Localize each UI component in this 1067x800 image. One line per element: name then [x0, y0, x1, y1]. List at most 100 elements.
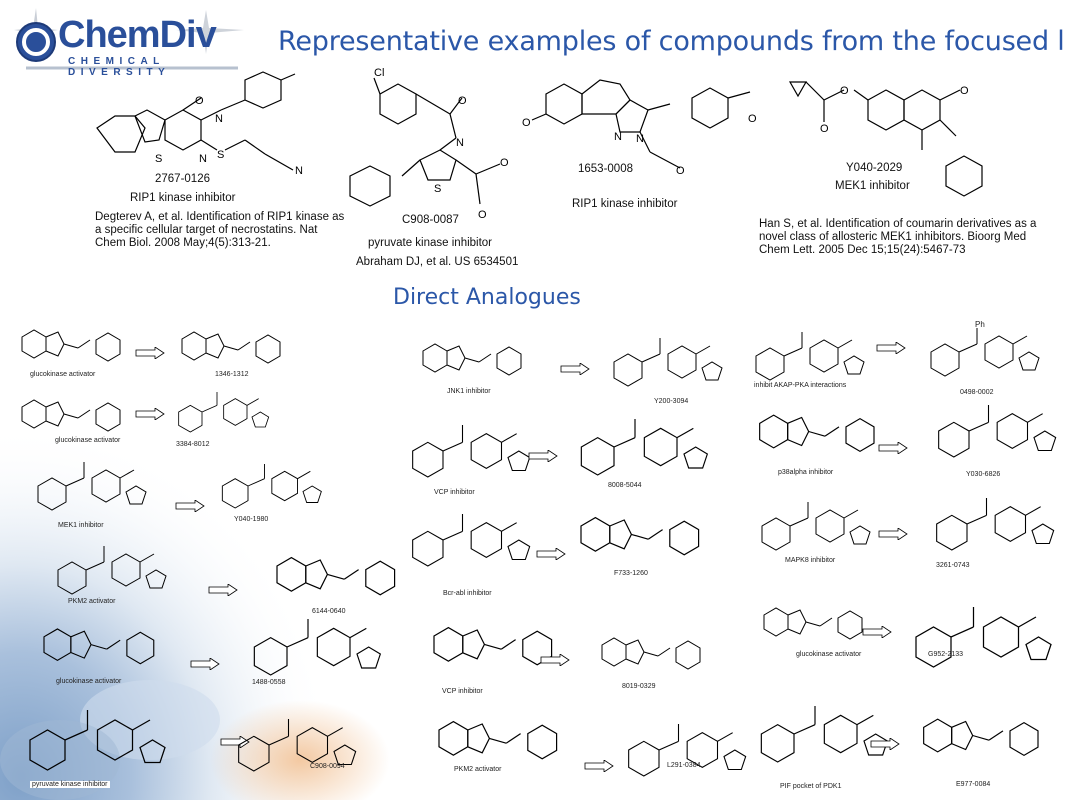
- structure-query: [12, 322, 132, 372]
- atom-O: O: [500, 157, 509, 169]
- structure-query: [404, 712, 594, 772]
- atom-S: S: [434, 183, 441, 195]
- analogue-query-label: MAPK8 inhibitor: [785, 557, 836, 564]
- atom-N: N: [199, 153, 207, 165]
- analogue-hit-id: 8019-0329: [622, 683, 656, 690]
- analogue-query-label: VCP inhibitor: [442, 688, 483, 695]
- section-title: Direct Analogues: [393, 285, 581, 310]
- structure-query: [10, 540, 210, 600]
- atom-S: S: [217, 149, 224, 161]
- arrow-icon: [878, 442, 908, 454]
- analogue-query-label: MEK1 inhibitor: [58, 522, 104, 529]
- analogue-hit-id: 0498-0002: [960, 389, 994, 396]
- atom-N: N: [636, 133, 644, 145]
- analogue-query-label: PKM2 activator: [68, 598, 116, 605]
- arrow-icon: [584, 760, 614, 772]
- analogue-hit-id: E977-0084: [956, 781, 991, 788]
- reference-text: Degterev A, et al. Identification of RIP…: [95, 211, 345, 249]
- structure-query: [404, 500, 534, 580]
- reference-text: Abraham DJ, et al. US 6534501: [356, 256, 519, 268]
- atom-Ph: Ph: [975, 320, 985, 329]
- atom-Cl: Cl: [374, 67, 384, 79]
- structure-query: [748, 326, 868, 386]
- arrow-icon: [190, 658, 220, 670]
- atom-O: O: [820, 123, 829, 135]
- atom-O: O: [676, 165, 685, 177]
- logo-tagline: CHEMICAL DIVERSITY: [68, 56, 171, 78]
- atom-O: O: [458, 95, 467, 107]
- compound-id: 2767-0126: [155, 173, 210, 185]
- structure-hit: [912, 704, 1052, 774]
- analogue-hit-id: 8008-5044: [608, 482, 642, 489]
- arrow-icon: [878, 528, 908, 540]
- arrow-icon: [135, 408, 165, 420]
- analogue-hit-id: C908-0094: [310, 763, 345, 770]
- analogue-query-label: PKM2 activator: [454, 766, 502, 773]
- structure-hit: [172, 382, 272, 442]
- structure-query: [404, 618, 584, 678]
- structure-query: [10, 620, 190, 676]
- analogue-hit-id: 3384-8012: [176, 441, 210, 448]
- structure-1653-0008: O N N O O: [522, 70, 757, 177]
- arrow-icon: [208, 584, 238, 596]
- structure-query: [20, 700, 170, 780]
- analogue-query-label: JNK1 inhibitor: [447, 388, 491, 395]
- atom-S: S: [155, 153, 162, 165]
- compound-activity: RIP1 kinase inhibitor: [572, 198, 678, 210]
- structure-hit: [562, 412, 722, 482]
- structure-hit: [930, 396, 1060, 466]
- structure-query: [10, 456, 170, 516]
- analogue-hit-id: Y030-6826: [966, 471, 1001, 478]
- structure-query: [744, 600, 884, 650]
- analogue-query-label: p38alpha inhibitor: [778, 469, 834, 476]
- structure-hit: [262, 548, 412, 608]
- structure-hit: [906, 592, 1056, 682]
- structure-hit: [918, 322, 1048, 382]
- atom-N: N: [215, 113, 223, 125]
- structure-hit: [172, 324, 292, 374]
- structure-Y040-2029: O O O: [776, 66, 996, 216]
- analogue-query-label: VCP inhibitor: [434, 489, 475, 496]
- structure-hit: [230, 700, 360, 790]
- analogue-hit-id: 1488-0558: [252, 679, 286, 686]
- analogue-hit-id: Y200-3094: [654, 398, 689, 405]
- compound-activity: RIP1 kinase inhibitor: [130, 192, 236, 204]
- arrow-icon: [560, 363, 590, 375]
- structure-2767-0126: O N S N S N: [95, 70, 303, 177]
- page-title: Representative examples of compounds fro…: [278, 26, 1067, 57]
- logo-brand: ChemDiv: [58, 14, 217, 56]
- atom-O: O: [195, 95, 204, 107]
- arrow-icon: [528, 450, 558, 462]
- analogue-hit-id: 6144-0640: [312, 608, 346, 615]
- analogue-hit-id: 3261-0743: [936, 562, 970, 569]
- analogue-query-label: inhibit AKAP-PKA interactions: [754, 382, 847, 389]
- analogue-query-label: glucokinase activator: [796, 651, 862, 658]
- structure-hit: [215, 456, 325, 516]
- structure-query: [744, 496, 884, 556]
- analogue-query-label: PIF pocket of PDK1: [780, 783, 842, 790]
- atom-O: O: [748, 113, 757, 125]
- analogue-query-label: Bcr-abl inhibitor: [443, 590, 492, 597]
- atom-N: N: [614, 131, 622, 143]
- compound-activity: pyruvate kinase inhibitor: [368, 237, 493, 249]
- structure-hit: [596, 332, 736, 392]
- arrow-icon: [862, 626, 892, 638]
- analogue-hit-id: Y040-1980: [234, 516, 269, 523]
- structure-hit: [566, 508, 716, 568]
- arrow-icon: [540, 654, 570, 666]
- structure-query: [752, 694, 892, 774]
- analogue-hit-id: F733-1260: [614, 570, 648, 577]
- analogue-hit-id: 1346-1312: [215, 371, 249, 378]
- analogue-query-label: glucokinase activator: [56, 678, 122, 685]
- arrow-icon: [175, 500, 205, 512]
- structure-query: [12, 392, 132, 442]
- compound-id: C908-0087: [402, 214, 459, 226]
- chemdiv-logo: ChemDiv CHEMICAL DIVERSITY: [6, 6, 250, 80]
- structure-query: [404, 416, 534, 486]
- atom-O: O: [960, 85, 969, 97]
- reference-text: Han S, et al. Identification of coumarin…: [759, 218, 1037, 256]
- analogue-hit-id: L291-0384: [667, 762, 701, 769]
- analogue-query-label: glucokinase activator: [55, 437, 121, 444]
- structure-hit: [928, 484, 1058, 564]
- compound-id: Y040-2029: [846, 162, 903, 174]
